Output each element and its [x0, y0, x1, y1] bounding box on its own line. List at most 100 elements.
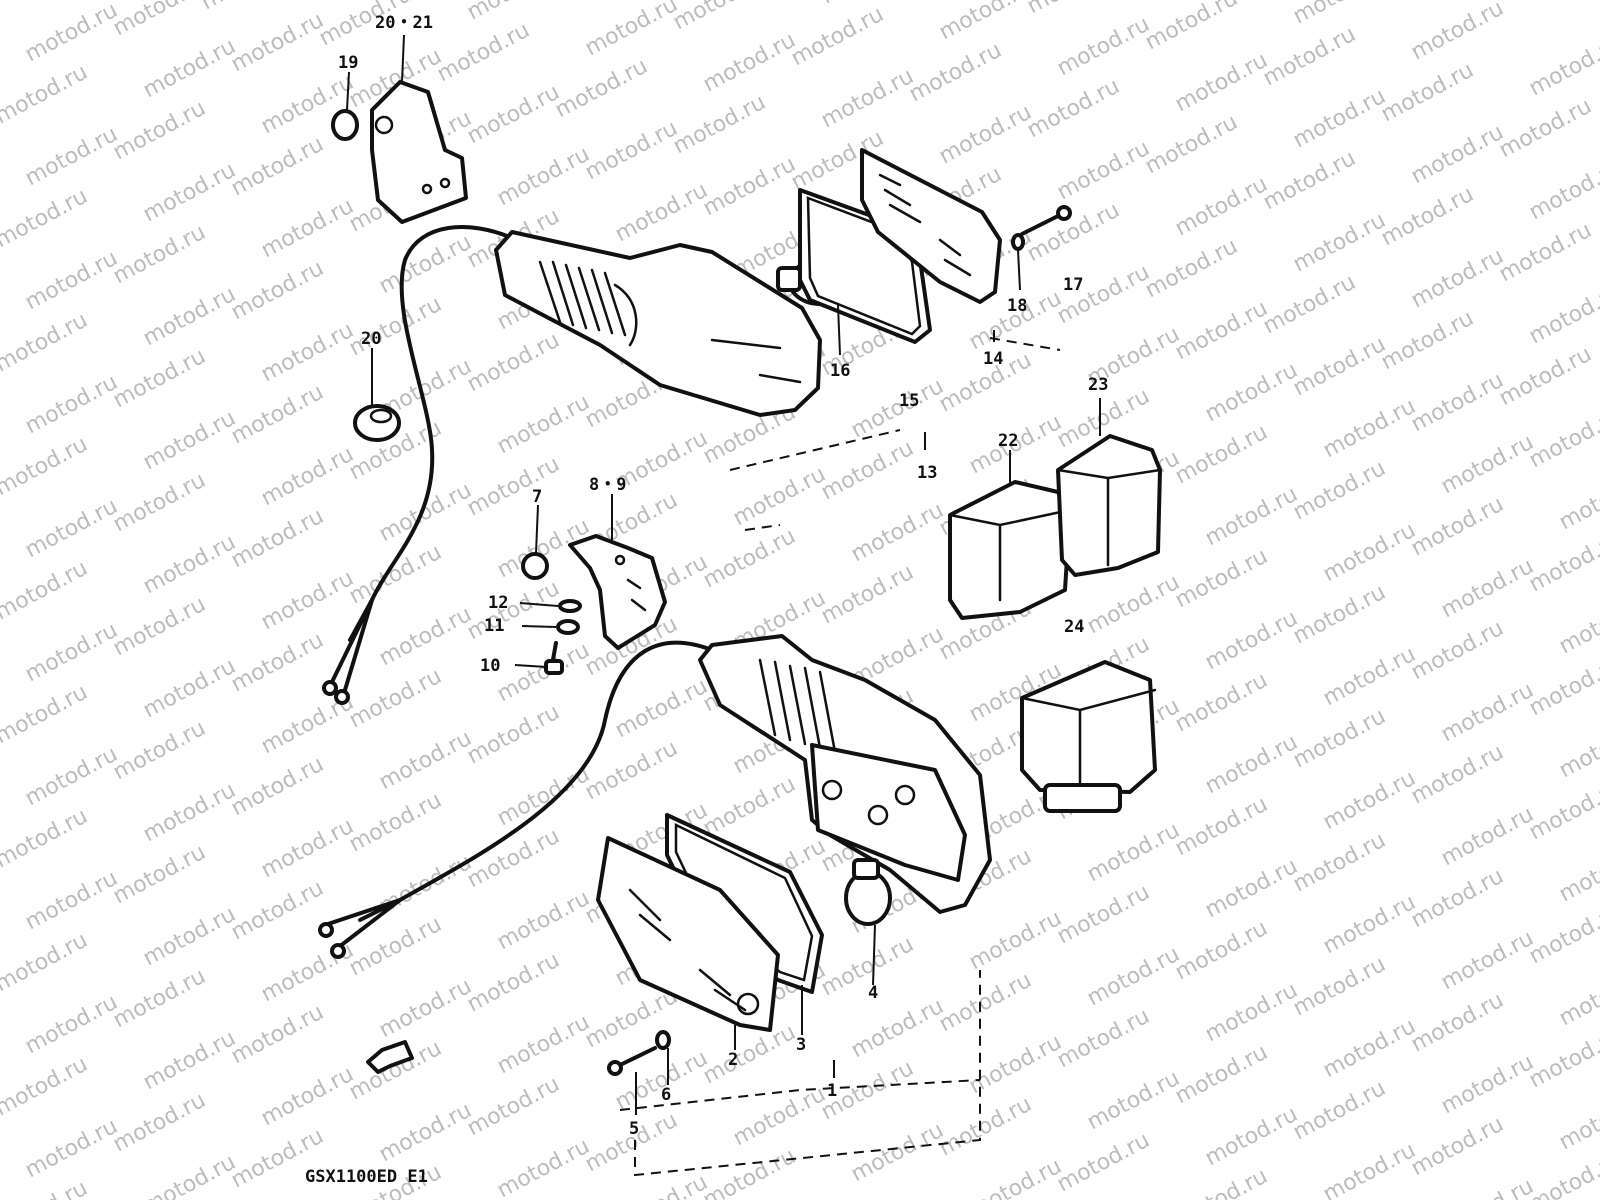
- upper-housing: [494, 230, 822, 417]
- model-code: GSX1100ED E1: [305, 1167, 428, 1187]
- watermark-text: motod.ru: [1171, 48, 1272, 117]
- watermark-text: motod.ru: [1289, 0, 1390, 29]
- watermark-text: motod.ru: [463, 80, 564, 149]
- watermark-text: motod.ru: [1437, 430, 1538, 499]
- watermark-text: motod.ru: [1053, 12, 1154, 81]
- watermark-text: motod.ru: [1141, 0, 1242, 55]
- watermark-text: motod.ru: [1525, 776, 1600, 845]
- watermark-text: motod.ru: [0, 60, 92, 129]
- watermark-text: motod.ru: [1201, 358, 1302, 427]
- watermark-text: motod.ru: [1319, 518, 1420, 587]
- nut-11: [556, 619, 580, 635]
- callout-18: 18: [1007, 296, 1027, 316]
- watermark-text: motod.ru: [375, 1098, 476, 1167]
- watermark-text: motod.ru: [227, 752, 328, 821]
- watermark-text: motod.ru: [1053, 880, 1154, 949]
- watermark-text: motod.ru: [493, 1010, 594, 1079]
- watermark-text: motod.ru: [433, 18, 534, 87]
- callout-20: 20: [361, 329, 381, 349]
- callout-2: 2: [728, 1050, 738, 1070]
- watermark-text: motod.ru: [581, 116, 682, 185]
- watermark-text: motod.ru: [1141, 110, 1242, 179]
- watermark-text: motod.ru: [109, 592, 210, 661]
- watermark-text: motod.ru: [493, 1134, 594, 1200]
- lens-22: [948, 480, 1072, 620]
- lens-23: [1056, 434, 1162, 577]
- callout-4: 4: [868, 983, 878, 1003]
- watermark-text: motod.ru: [935, 100, 1036, 169]
- watermark-text: motod.ru: [1377, 58, 1478, 127]
- callout-10: 10: [480, 656, 500, 676]
- watermark-text: motod.ru: [21, 0, 122, 67]
- watermark-text: motod.ru: [1201, 978, 1302, 1047]
- watermark-text: motod.ru: [21, 122, 122, 191]
- watermark-text: motod.ru: [1525, 652, 1600, 721]
- watermark-text: motod.ru: [669, 90, 770, 159]
- watermark-text: motod.ru: [1525, 900, 1600, 969]
- callout-12: 12: [488, 593, 508, 613]
- watermark-text: motod.ru: [139, 778, 240, 847]
- watermark-text: motod.ru: [463, 452, 564, 521]
- watermark-text: motod.ru: [1141, 234, 1242, 303]
- lower-washer-6: [655, 1030, 671, 1050]
- watermark-text: motod.ru: [1201, 854, 1302, 923]
- watermark-text: motod.ru: [1023, 74, 1124, 143]
- watermark-text: motod.ru: [1289, 704, 1390, 773]
- watermark-text: motod.ru: [1319, 890, 1420, 959]
- watermark-text: motod.ru: [1289, 952, 1390, 1021]
- watermark-text: motod.ru: [139, 1026, 240, 1095]
- watermark-text: motod.ru: [787, 2, 888, 71]
- option-lenses: [948, 434, 1162, 813]
- watermark-text: motod.ru: [139, 1150, 240, 1200]
- watermark-text: motod.ru: [109, 840, 210, 909]
- watermark-text: motod.ru: [1495, 218, 1596, 287]
- watermark-text: motod.ru: [375, 974, 476, 1043]
- watermark-text: motod.ru: [1289, 1076, 1390, 1145]
- watermark-text: motod.ru: [1525, 1148, 1600, 1200]
- lower-bracket: [568, 534, 667, 650]
- upper-lens-15: [860, 148, 1002, 304]
- watermark-text: motod.ru: [1083, 942, 1184, 1011]
- watermark-text: motod.ru: [1407, 0, 1508, 65]
- watermark-text: motod.ru: [1437, 1174, 1538, 1200]
- watermark-text: motod.ru: [257, 442, 358, 511]
- watermark-text: motod.ru: [227, 1000, 328, 1069]
- watermark-text: motod.ru: [1377, 182, 1478, 251]
- callout-19: 19: [338, 53, 358, 73]
- watermark-text: motod.ru: [1555, 714, 1600, 783]
- nut-7: [521, 552, 549, 580]
- watermark-text: motod.ru: [109, 344, 210, 413]
- watermark-text: motod.ru: [345, 788, 446, 857]
- watermark-text: motod.ru: [109, 964, 210, 1033]
- watermark-text: motod.ru: [0, 1176, 92, 1200]
- reference-lines: [619, 337, 1061, 1177]
- watermark-text: motod.ru: [0, 432, 92, 501]
- watermark-text: motod.ru: [0, 0, 92, 5]
- watermark-text: motod.ru: [1319, 642, 1420, 711]
- watermark-text: motod.ru: [345, 912, 446, 981]
- lens-24: [1020, 660, 1157, 813]
- watermark-text: motod.ru: [1289, 456, 1390, 525]
- watermark-text: motod.ru: [1319, 1138, 1420, 1200]
- watermark-text: motod.ru: [551, 54, 652, 123]
- watermark-text: motod.ru: [227, 504, 328, 573]
- lower-gasket-3: [665, 813, 824, 994]
- watermark-text: motod.ru: [699, 152, 800, 221]
- watermark-text: motod.ru: [227, 256, 328, 325]
- watermark-text: motod.ru: [1171, 544, 1272, 613]
- watermark-text: motod.ru: [1289, 84, 1390, 153]
- watermark-text: motod.ru: [1495, 342, 1596, 411]
- upper-wire: [348, 225, 514, 642]
- watermark-text: motod.ru: [1555, 962, 1600, 1031]
- watermark-text: motod.ru: [197, 0, 298, 15]
- watermark-text: motod.ru: [1201, 482, 1302, 551]
- watermark-text: motod.ru: [139, 282, 240, 351]
- watermark-text: motod.ru: [1525, 528, 1600, 597]
- watermark-text: motod.ru: [1407, 492, 1508, 561]
- callout-16: 16: [830, 361, 850, 381]
- watermark-text: motod.ru: [109, 1088, 210, 1157]
- watermark-text: motod.ru: [1171, 296, 1272, 365]
- watermark-text: motod.ru: [109, 468, 210, 537]
- watermark-text: motod.ru: [1289, 208, 1390, 277]
- watermark-text: motod.ru: [905, 38, 1006, 107]
